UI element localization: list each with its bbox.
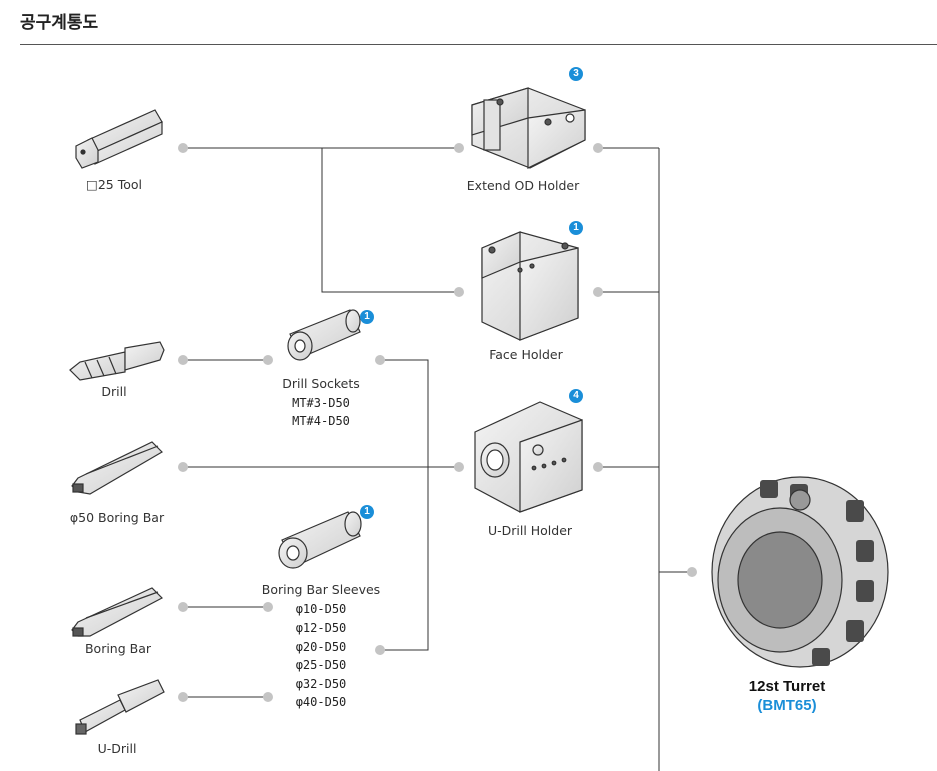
dot (178, 355, 188, 365)
drill-sockets-size: MT#3-D50 (292, 396, 350, 410)
connector-lines (183, 147, 692, 771)
drill-drawing (69, 341, 165, 381)
dot (375, 645, 385, 655)
line-adapters-bus (380, 359, 429, 651)
tool-25-label: □25 Tool (86, 177, 142, 192)
drill-sockets-label: Drill Sockets (282, 376, 360, 391)
connector-dots (178, 143, 697, 702)
turret-name: 12st Turret (748, 678, 826, 695)
dot (263, 602, 273, 612)
dot (454, 143, 464, 153)
boring-bar-drawing (71, 587, 163, 637)
boring-sleeves-size: φ40-D50 (295, 695, 347, 709)
face-holder-badge: 1 (569, 221, 583, 235)
dot (178, 602, 188, 612)
dot (178, 692, 188, 702)
line-tool-to-face (321, 148, 459, 293)
u-drill-drawing (75, 679, 165, 735)
square-tool-drawing (75, 109, 163, 169)
dot (454, 287, 464, 297)
dot (593, 287, 603, 297)
drill-sockets-badge: 1 (360, 310, 374, 324)
u-drill-holder-label: U-Drill Holder (487, 523, 573, 538)
turret-model: (BMT65) (757, 697, 817, 714)
boring-sleeves-size: φ10-D50 (295, 602, 347, 616)
extend-od-holder-badge: 3 (569, 67, 583, 81)
boring-bar-label: Boring Bar (84, 641, 152, 656)
turret-drawing (711, 476, 889, 668)
dot (375, 355, 385, 365)
boring-sleeves-size: φ25-D50 (295, 658, 347, 672)
dot (178, 143, 188, 153)
boring-bar-50-label: φ50 Boring Bar (69, 510, 165, 525)
boring-sleeve-drawing (278, 511, 362, 569)
boring-sleeves-size: φ32-D50 (295, 677, 347, 691)
drill-label: Drill (101, 384, 127, 399)
boring-sleeves-label: Boring Bar Sleeves (261, 582, 381, 597)
dot (178, 462, 188, 472)
drill-socket-drawing (287, 309, 361, 361)
u-drill-label: U-Drill (97, 741, 137, 756)
extend-od-holder-drawing (471, 87, 586, 169)
dot (454, 462, 464, 472)
boring-bar-50-drawing (71, 441, 163, 495)
extend-od-holder-label: Extend OD Holder (466, 178, 580, 193)
u-drill-holder-drawing (474, 401, 583, 513)
drill-sockets-size: MT#4-D50 (292, 414, 350, 428)
page-title: 공구계통도 (20, 13, 99, 33)
boring-sleeves-size: φ12-D50 (295, 621, 347, 635)
boring-sleeves-size: φ20-D50 (295, 640, 347, 654)
dot (263, 355, 273, 365)
face-holder-drawing (481, 231, 579, 341)
dot (687, 567, 697, 577)
dot (593, 143, 603, 153)
boring-sleeves-badge: 1 (360, 505, 374, 519)
title-divider (20, 44, 937, 45)
face-holder-label: Face Holder (489, 347, 563, 362)
dot (263, 692, 273, 702)
u-drill-holder-badge: 4 (569, 389, 583, 403)
dot (593, 462, 603, 472)
